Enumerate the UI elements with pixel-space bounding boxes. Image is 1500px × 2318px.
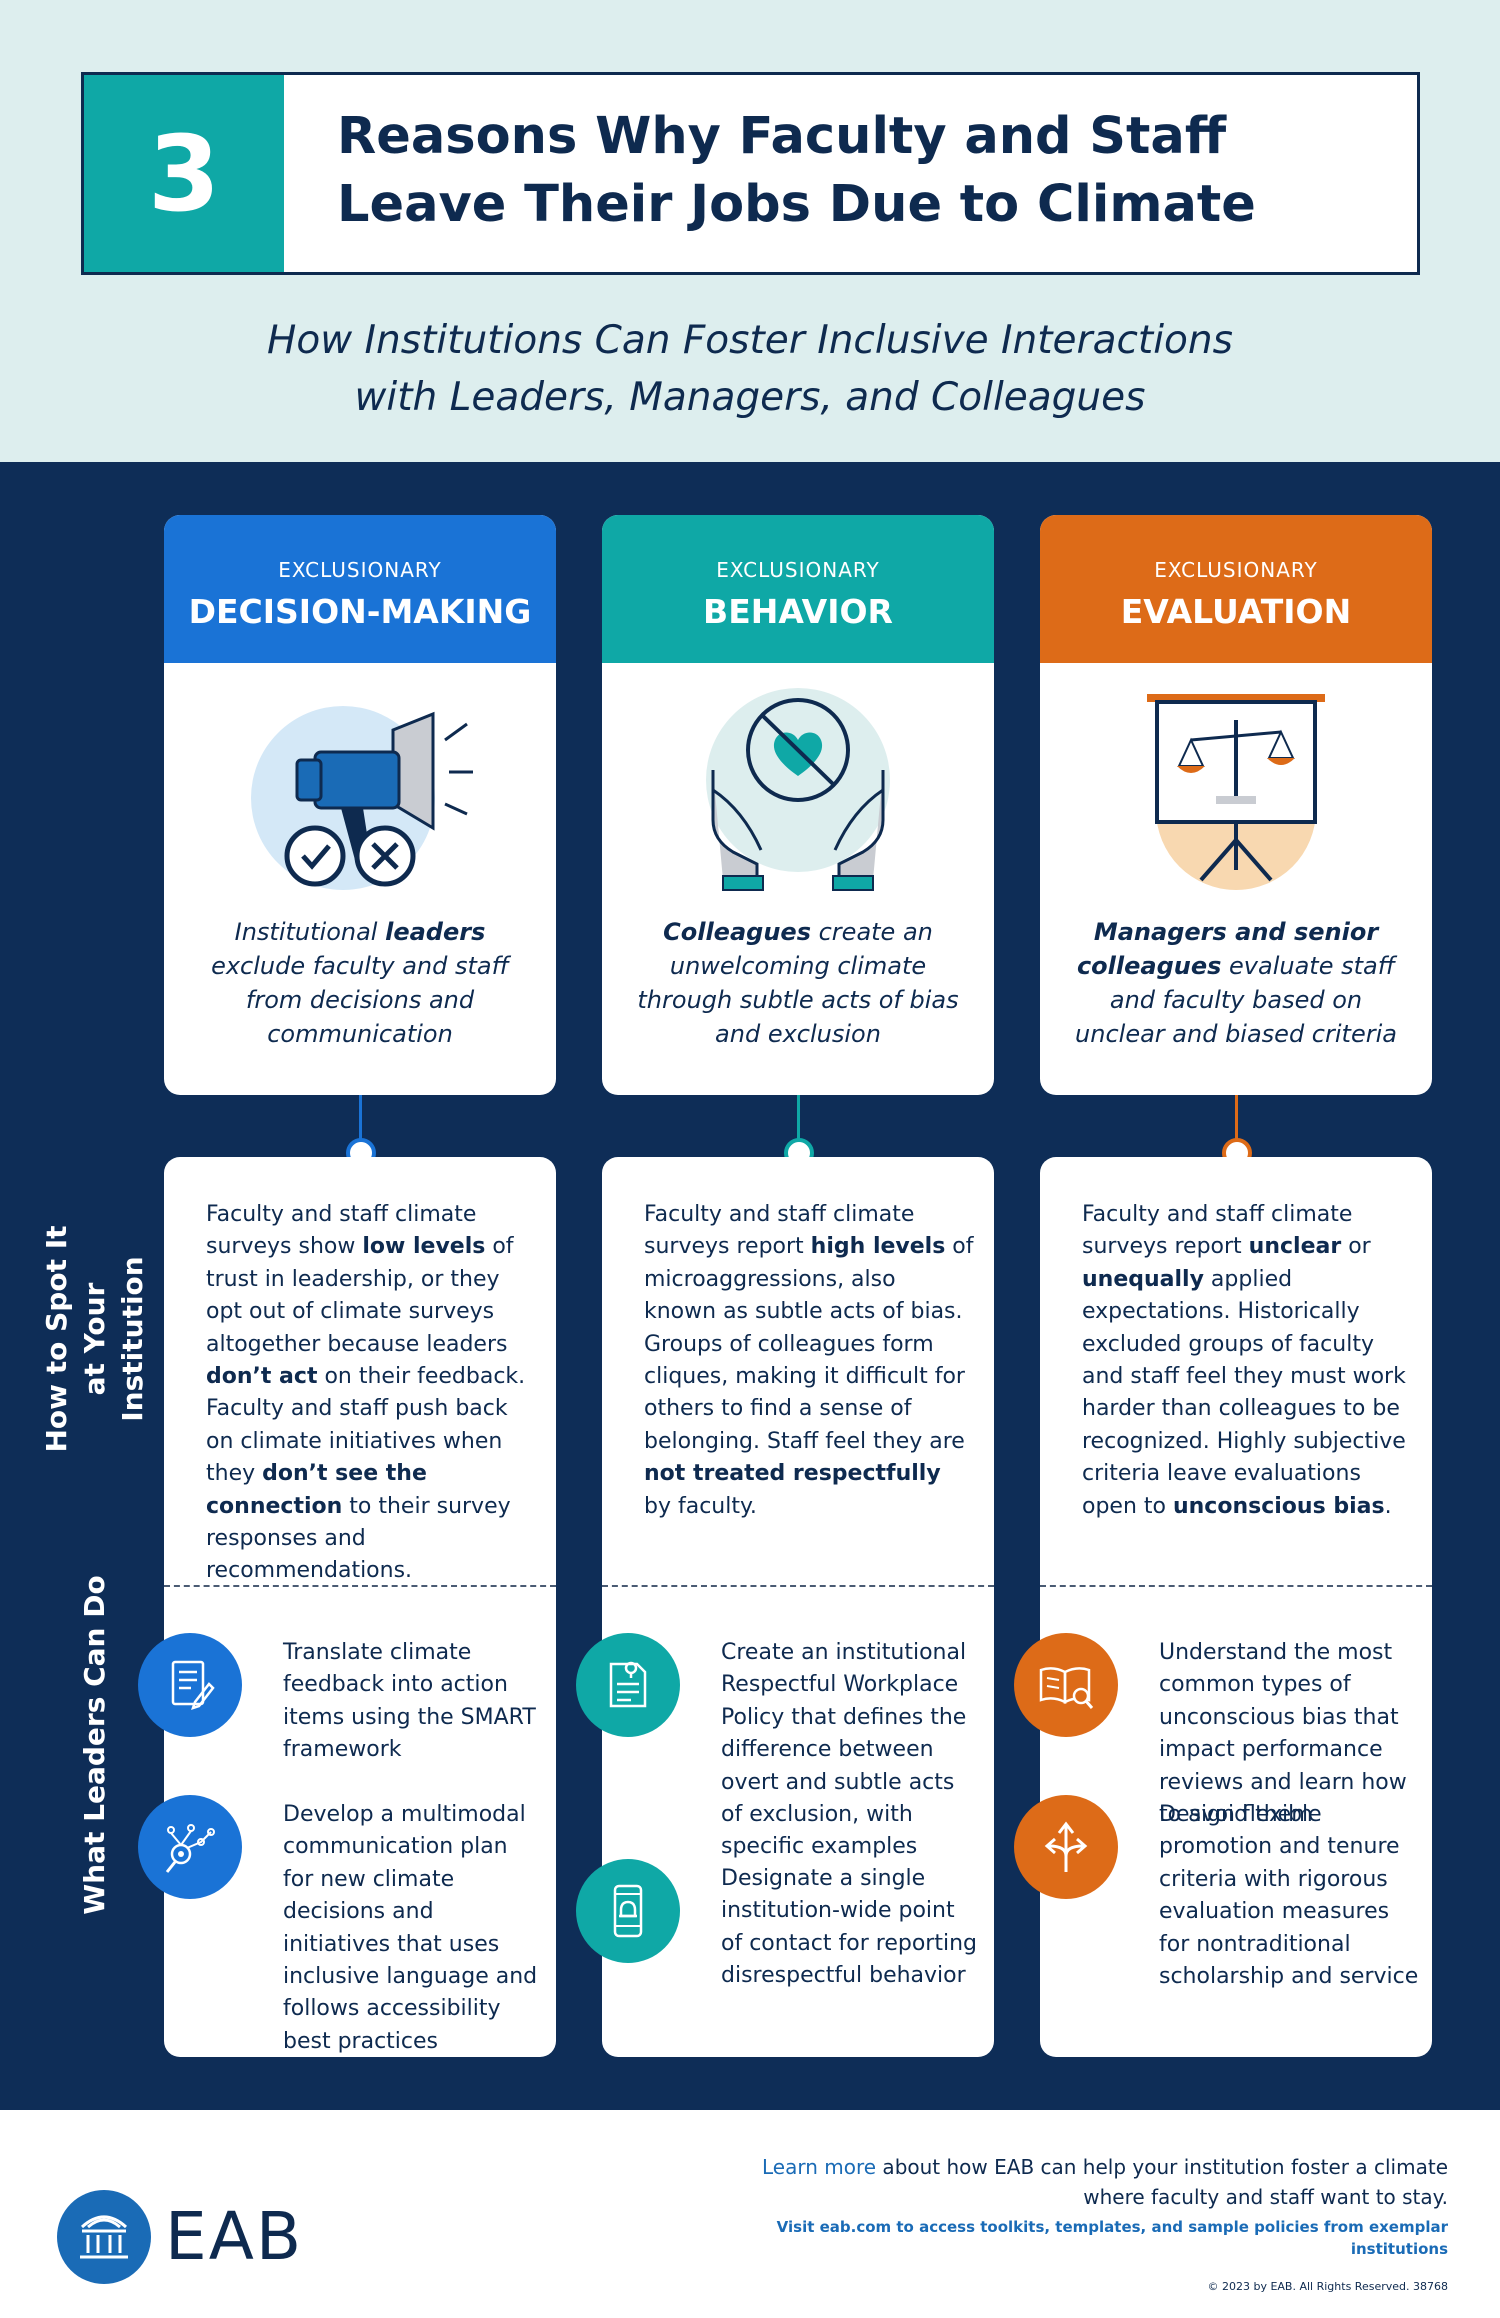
- page-subtitle: How Institutions Can Foster Inclusive In…: [267, 318, 1233, 420]
- page-title: Reasons Why Faculty and Staff Leave Thei…: [337, 107, 1256, 234]
- action-text: Design flexible promotion and tenure cri…: [1159, 1802, 1419, 1990]
- category-title: EVALUATION: [1120, 592, 1352, 631]
- spot-text: Faculty and staff climate surveys report…: [1082, 1202, 1406, 1519]
- category-card: EXCLUSIONARY DECISION-MAKING Institution…: [164, 515, 556, 1095]
- connector-line: [359, 1095, 362, 1153]
- category-header: EXCLUSIONARY DECISION-MAKING: [164, 515, 556, 663]
- side-label-spot: How to Spot It at Your Institution: [40, 1225, 149, 1453]
- detail-card: Faculty and staff climate surveys report…: [576, 1157, 994, 2057]
- branching-arrows-icon: [1014, 1795, 1118, 1899]
- category-kicker: EXCLUSIONARY: [716, 558, 880, 582]
- megaphone-icon: [164, 675, 556, 905]
- action-text: Create an institutional Respectful Workp…: [721, 1640, 967, 1860]
- category-header: EXCLUSIONARY BEHAVIOR: [602, 515, 994, 663]
- category-card: EXCLUSIONARY BEHAVIOR Colleagues create …: [602, 515, 994, 1095]
- category-title: DECISION-MAKING: [188, 592, 532, 631]
- divider: [1040, 1585, 1432, 1587]
- action-text: Designate a single institution-wide poin…: [721, 1866, 977, 1989]
- action-text: Translate climate feedback into action i…: [283, 1640, 536, 1763]
- category-kicker: EXCLUSIONARY: [278, 558, 442, 582]
- eab-logo-text: EAB: [165, 2198, 304, 2275]
- phone-bell-icon: [576, 1859, 680, 1963]
- category-card: EXCLUSIONARY EVALUATION Managers and sen…: [1040, 515, 1432, 1095]
- action-text: Understand the most common types of unco…: [1159, 1640, 1407, 1828]
- spot-text: Faculty and staff climate surveys report…: [644, 1202, 974, 1519]
- network-icon: [138, 1795, 242, 1899]
- visit-link[interactable]: Visit eab.com to access toolkits, templa…: [776, 2218, 1448, 2258]
- action-text: Develop a multimodal communication plan …: [283, 1802, 538, 2054]
- category-kicker: EXCLUSIONARY: [1154, 558, 1318, 582]
- divider: [164, 1585, 556, 1587]
- category-header: EXCLUSIONARY EVALUATION: [1040, 515, 1432, 663]
- connector-line: [797, 1095, 800, 1153]
- title-number: 3: [84, 75, 284, 272]
- side-label-leaders: What Leaders Can Do: [78, 1575, 111, 1915]
- learn-more-rest: about how EAB can help your institution …: [876, 2155, 1448, 2209]
- no-heart-hands-icon: [602, 675, 994, 905]
- copyright: © 2023 by EAB. All Rights Reserved. 3876…: [1207, 2280, 1448, 2293]
- scales-board-icon: [1040, 675, 1432, 905]
- document-pin-icon: [576, 1633, 680, 1737]
- category-description: Managers and senior colleagues evaluate …: [1075, 918, 1397, 1048]
- connector-line: [1235, 1095, 1238, 1153]
- header: 3 Reasons Why Faculty and Staff Leave Th…: [0, 0, 1500, 462]
- category-description: Institutional leaders exclude faculty an…: [211, 918, 509, 1048]
- learn-more-text: Learn more about how EAB can help your i…: [748, 2152, 1448, 2212]
- detail-card: Faculty and staff climate surveys show l…: [138, 1157, 556, 2057]
- footer: EAB Learn more about how EAB can help yo…: [0, 2110, 1500, 2318]
- checklist-icon: [138, 1633, 242, 1737]
- title-box: 3 Reasons Why Faculty and Staff Leave Th…: [81, 72, 1420, 275]
- divider: [602, 1585, 994, 1587]
- book-magnifier-icon: [1014, 1633, 1118, 1737]
- detail-card: Faculty and staff climate surveys report…: [1014, 1157, 1432, 2057]
- learn-more-link[interactable]: Learn more: [762, 2155, 877, 2179]
- eab-logo-icon: [57, 2190, 151, 2284]
- spot-text: Faculty and staff climate surveys show l…: [206, 1202, 526, 1584]
- category-description: Colleagues create an unwelcoming climate…: [637, 918, 959, 1048]
- category-title: BEHAVIOR: [703, 592, 893, 631]
